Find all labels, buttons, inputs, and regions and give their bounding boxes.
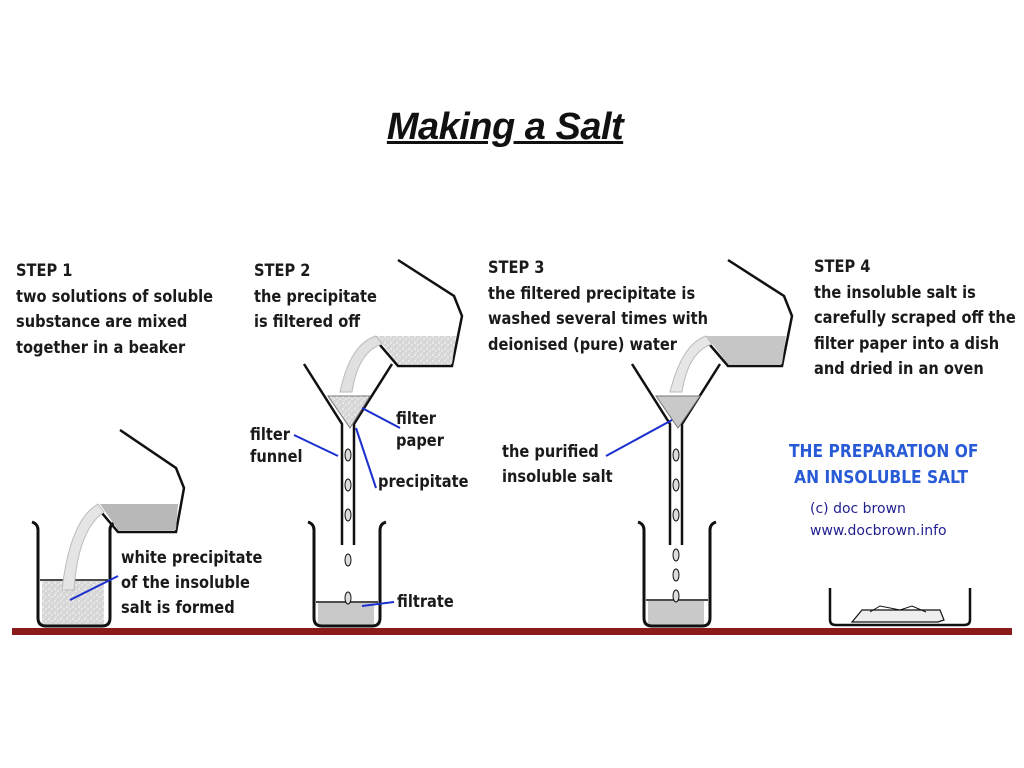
credit-website: www.docbrown.info (810, 523, 947, 539)
step2-text: STEP 2 the precipitate is filtered off (254, 259, 377, 336)
label-line: white precipitate (121, 548, 263, 568)
label-line: funnel (250, 447, 303, 467)
step1-text: STEP 1 two solutions of soluble substanc… (16, 259, 213, 361)
step2-beaker (307, 520, 387, 628)
label-line: filter (250, 425, 290, 445)
label-line: salt is formed (121, 598, 235, 618)
step3-pour-stream (669, 335, 713, 393)
credit-title-line: THE PREPARATION OF (789, 441, 979, 462)
step3-text: STEP 3 the filtered precipitate is washe… (488, 256, 708, 358)
step4-line: and dried in an oven (814, 359, 984, 379)
step4-line: the insoluble salt is (814, 282, 976, 303)
label-filter-funnel: filter funnel (250, 424, 303, 468)
step3-line: deionised (pure) water (488, 334, 677, 355)
step1-line: together in a beaker (16, 337, 186, 358)
step2-funnel (302, 363, 394, 605)
bench (12, 628, 1012, 635)
label-line: insoluble salt (502, 467, 613, 487)
step3-funnel (630, 363, 722, 603)
credit-title: THE PREPARATION OF AN INSOLUBLE SALT (789, 439, 978, 491)
step4-dish (828, 588, 972, 627)
label-line: of the insoluble (121, 573, 250, 593)
step3-line: the filtered precipitate is (488, 283, 696, 304)
step3-beaker (637, 520, 717, 628)
pointer-filter-paper (361, 407, 401, 429)
step4-line: carefully scraped off the (814, 308, 1016, 328)
label-white-precipitate: white precipitate of the insoluble salt … (121, 546, 262, 621)
step1-line: substance are mixed (16, 312, 188, 332)
step1-heading: STEP 1 (16, 261, 73, 281)
credit-title-line: AN INSOLUBLE SALT (794, 467, 969, 488)
pointer-white-precipitate (69, 575, 119, 601)
label-precipitate: precipitate (378, 472, 469, 492)
label-purified-salt: the purified insoluble salt (502, 440, 613, 490)
step1-pouring-beaker (95, 428, 186, 534)
step3-pouring-beaker (703, 258, 794, 368)
pointer-filtrate (361, 601, 395, 607)
page-title: Making a Salt (386, 106, 624, 148)
step1-pour-stream (61, 503, 105, 591)
step3-heading: STEP 3 (488, 258, 545, 278)
credit-author: (c) doc brown (810, 501, 906, 517)
pointer-precipitate (355, 427, 377, 489)
step4-heading: STEP 4 (814, 257, 871, 277)
pointer-purified-salt (605, 419, 673, 457)
label-filtrate: filtrate (397, 592, 454, 612)
label-line: paper (396, 431, 444, 451)
step2-pouring-beaker (373, 258, 464, 368)
step2-line: is filtered off (254, 312, 361, 332)
label-filter-paper: filter paper (396, 408, 444, 452)
step1-line: two solutions of soluble (16, 286, 214, 307)
step3-line: washed several times with (488, 309, 709, 329)
step2-pour-stream (339, 335, 383, 393)
step4-text: STEP 4 the insoluble salt is carefully s… (814, 255, 1016, 383)
step2-line: the precipitate (254, 286, 377, 307)
label-line: the purified (502, 442, 599, 462)
pointer-filter-funnel (293, 434, 339, 457)
label-line: filter (396, 409, 436, 429)
step4-line: filter paper into a dish (814, 333, 1000, 354)
step2-heading: STEP 2 (254, 261, 311, 281)
